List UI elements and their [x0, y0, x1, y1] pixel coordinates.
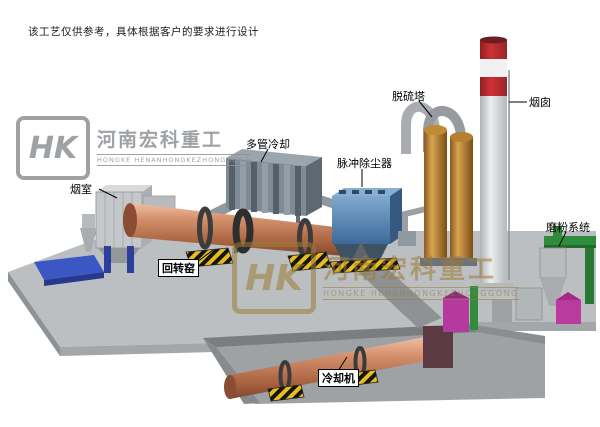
label-pulse-dust-collector: 脉冲除尘器 [337, 157, 392, 170]
label-multi-tube-cooler: 多管冷却 [246, 138, 290, 151]
pulse-dust-collector-graphic [329, 188, 431, 274]
label-smoke-chamber: 烟室 [70, 183, 92, 196]
grinding-system-graphic [470, 226, 596, 330]
label-rotary-kiln: 回转窑 [158, 259, 199, 277]
label-chimney: 烟囱 [529, 96, 551, 109]
label-grinding-system: 磨粉系统 [546, 221, 590, 234]
disclaimer-text: 该工艺仅供参考，具体根据客户的要求进行设计 [28, 26, 259, 38]
leader-lines [98, 100, 567, 372]
chimney-graphic [470, 36, 517, 292]
label-cooler: 冷却机 [318, 369, 359, 387]
multi-tube-cooler-graphic [193, 149, 342, 253]
label-desulfurization-tower: 脱硫塔 [392, 90, 425, 103]
desulfurization-tower-graphic [401, 101, 477, 266]
